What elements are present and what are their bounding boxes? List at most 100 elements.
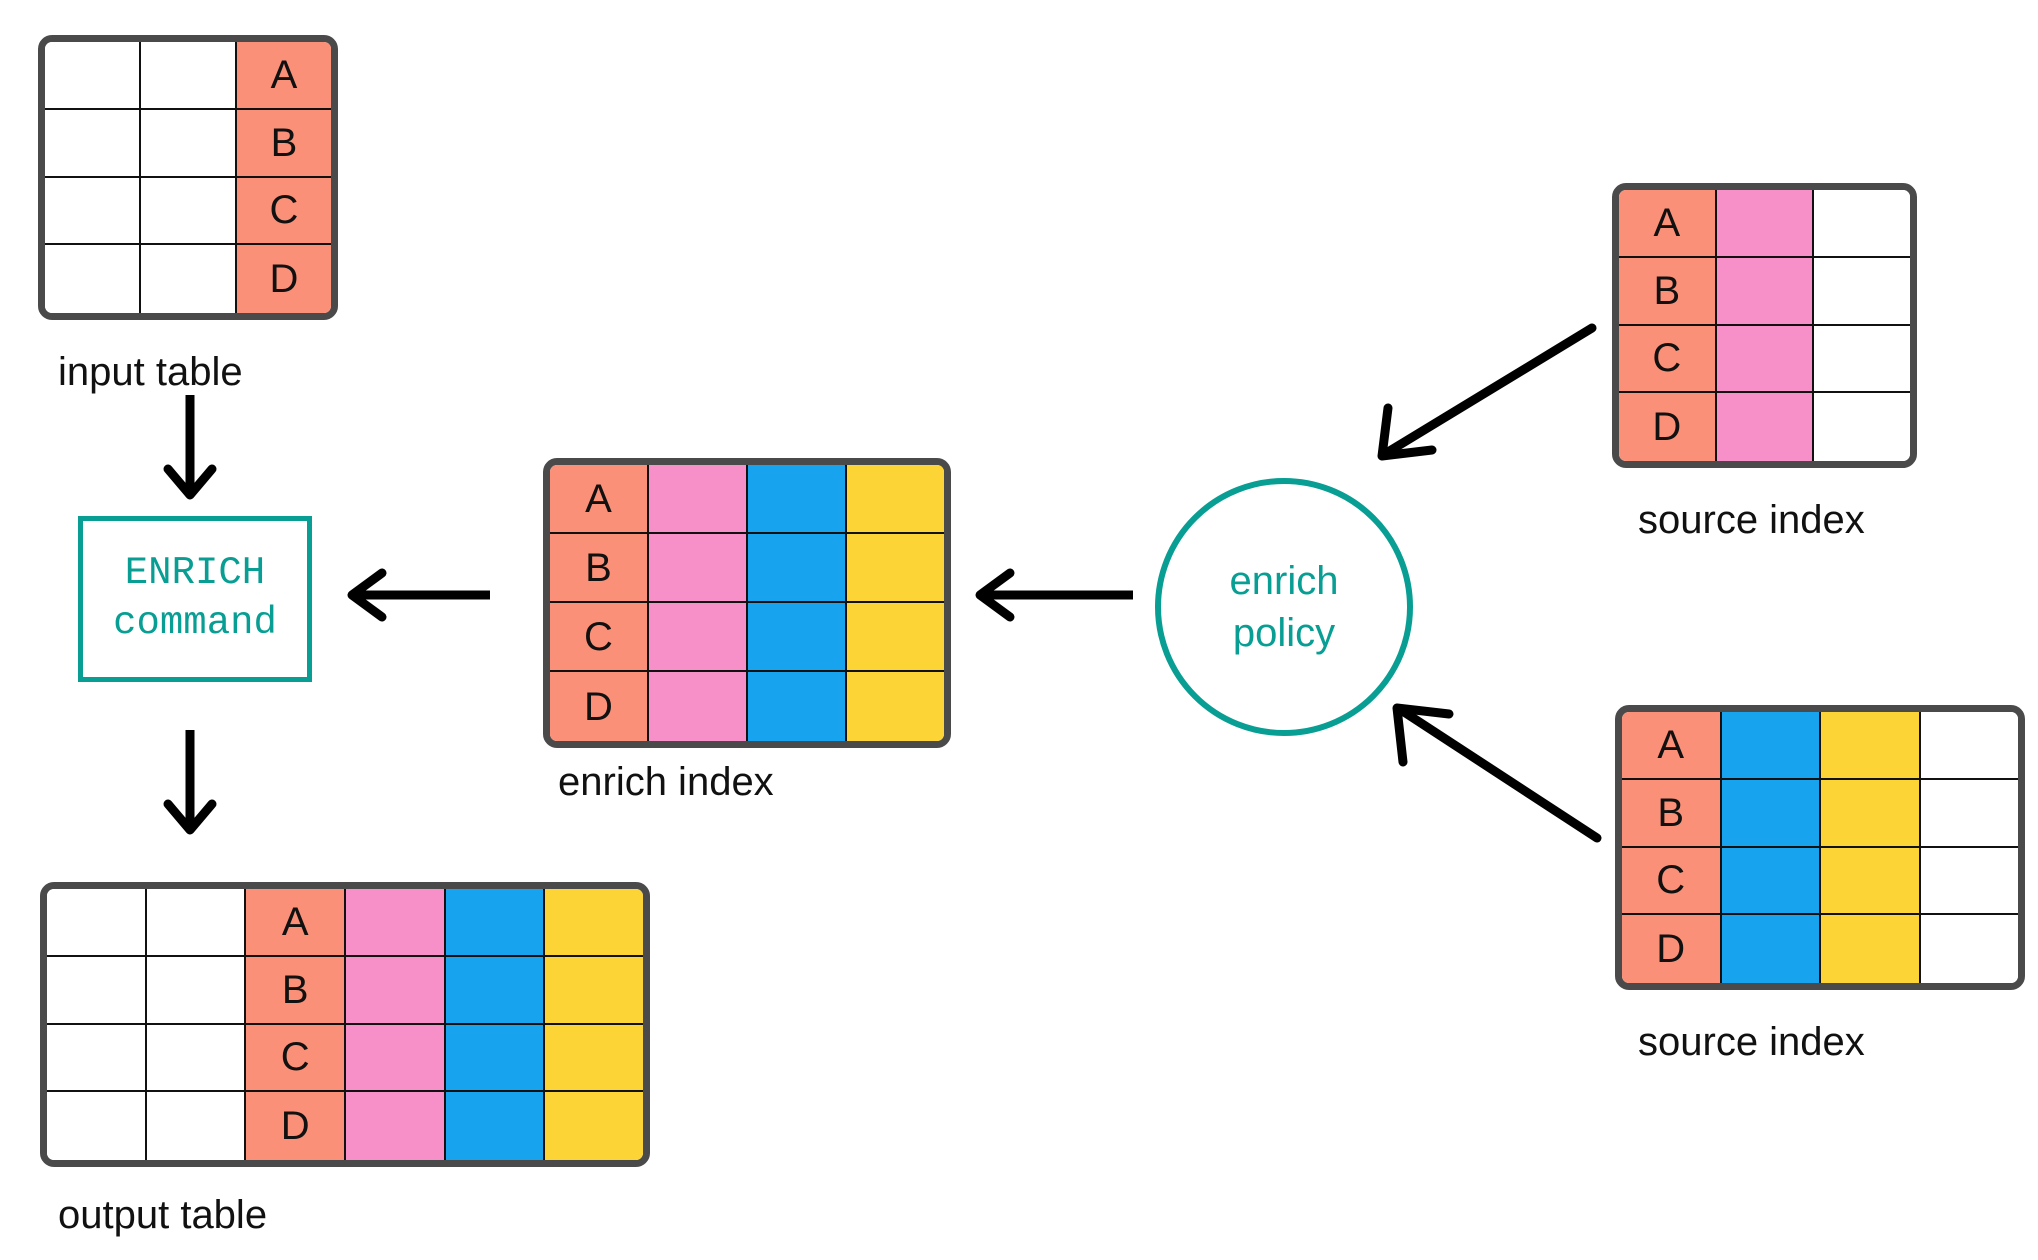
table-cell-key: A [550,465,649,534]
table-cell [1721,915,1821,983]
table-cell [146,956,247,1025]
table-cell [141,177,237,246]
table-cell-key: B [1619,257,1717,326]
table-cell [445,889,546,957]
table-cell-key: A [237,42,331,110]
table-cell [1721,847,1821,916]
table-cell [1721,712,1821,780]
table-cell [649,603,748,672]
table-cell [545,1024,643,1093]
output-table-caption: output table [58,1193,268,1237]
enrich-command-box[interactable]: ENRICH command [78,516,312,682]
table-cell [847,534,944,603]
table-cell [1814,325,1910,394]
enrich-index-caption: enrich index [558,760,774,804]
table-row: C [47,1024,643,1093]
table-cell-key: C [237,177,331,246]
table-cell [545,956,643,1025]
arrow-input-to-command [163,395,217,500]
table-cell [47,1024,147,1093]
arrow-enrich-index-to-command [347,568,490,622]
table-cell-key: A [246,889,347,957]
table-cell-key: B [1622,779,1722,848]
table-cell [146,1024,247,1093]
table-cell [47,889,147,957]
table-cell-key: D [550,672,649,741]
table-cell [1716,257,1815,326]
table-cell [346,1024,446,1093]
table-cell-key: B [246,956,347,1025]
table-cell [146,889,247,957]
arrow-policy-to-enrich-index [975,568,1133,622]
table-cell [445,956,546,1025]
table-cell [47,956,147,1025]
table-cell [1821,712,1921,780]
table-cell [748,465,847,534]
arrow-source-top-to-policy [1377,323,1597,461]
table-row: D [550,672,944,741]
table-cell [141,109,237,178]
table-cell [545,889,643,957]
table-row: D [45,245,331,313]
table-cell [1920,915,2018,983]
table-cell-key: C [1619,325,1717,394]
source-index-bottom-caption: source index [1638,1020,1865,1064]
table-row: B [45,109,331,178]
table-cell-key: C [1622,847,1722,916]
table-row: B [1622,779,2018,848]
table-cell [1716,393,1815,461]
table-cell [748,672,847,741]
input-table-caption: input table [58,350,243,394]
table-cell [1814,190,1910,258]
arrow-command-to-output [163,730,217,835]
table-cell-key: D [237,245,331,313]
table-cell [47,1092,147,1160]
table-cell [445,1092,546,1160]
table-cell-key: A [1622,712,1722,780]
table-row: A [1622,712,2018,780]
table-cell [141,42,237,110]
table-row: C [550,603,944,672]
enrich-policy-circle[interactable]: enrich policy [1155,478,1413,736]
table-cell [1920,712,2018,780]
table-cell-key: C [246,1024,347,1093]
table-cell [346,956,446,1025]
table-cell [1814,257,1910,326]
table-row: B [1619,257,1910,326]
table-row: B [47,956,643,1025]
table-cell [649,672,748,741]
table-cell [847,603,944,672]
table-cell [1920,847,2018,916]
table-cell [1716,325,1815,394]
table-cell [649,534,748,603]
table-row: A [47,889,643,957]
table-cell [847,465,944,534]
table-cell [146,1092,247,1160]
table-cell [748,534,847,603]
table-cell [1920,779,2018,848]
table-cell-key: A [1619,190,1717,258]
table-cell [45,109,141,178]
table-cell-key: B [237,109,331,178]
table-cell-key: C [550,603,649,672]
table-cell [1716,190,1815,258]
table-cell [545,1092,643,1160]
table-cell [45,42,141,110]
table-row: A [1619,190,1910,258]
table-cell [1721,779,1821,848]
table-cell [1821,847,1921,916]
table-cell [45,177,141,246]
table-cell-key: D [1619,393,1717,461]
table-cell [141,245,237,313]
table-cell [346,1092,446,1160]
table-row: A [550,465,944,534]
table-cell [1821,915,1921,983]
table-cell [649,465,748,534]
table-cell [1821,779,1921,848]
enrich-command-line1: ENRICH [124,551,266,596]
